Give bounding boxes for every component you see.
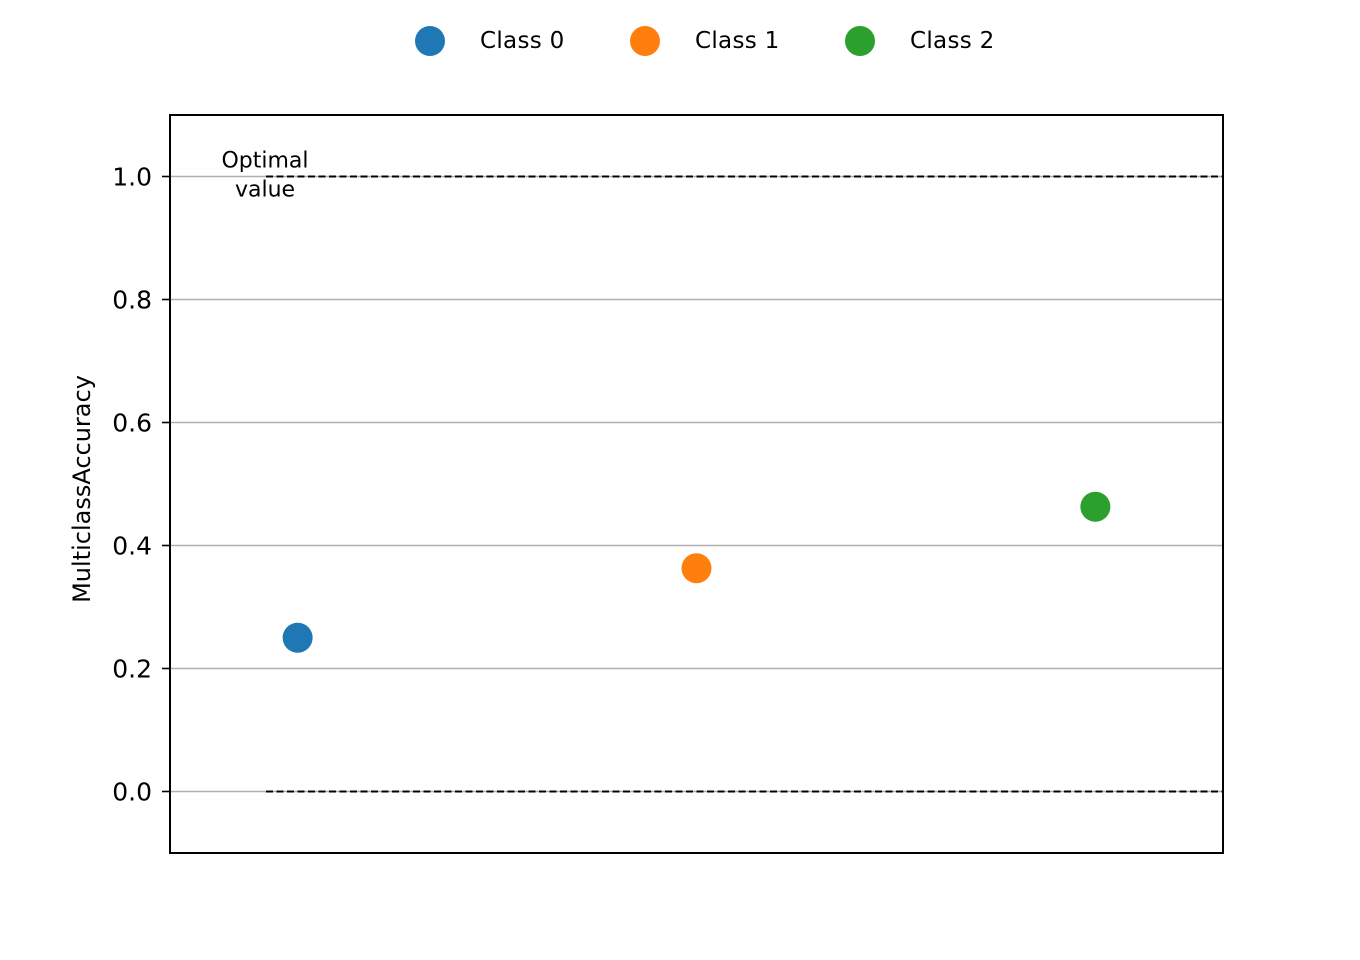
reference-lines-layer — [266, 175, 1223, 793]
legend-label-class-0: Class 0 — [480, 28, 565, 54]
ytick-label-5: 1.0 — [112, 163, 152, 192]
ytick-label-3: 0.6 — [112, 409, 152, 438]
ytick-label-4: 0.8 — [112, 286, 152, 315]
legend-marker-class-1 — [630, 26, 660, 56]
ytick-label-2: 0.4 — [112, 532, 152, 561]
optimal-value-label-line-2: value — [235, 178, 295, 203]
legend-marker-class-2 — [845, 26, 875, 56]
data-points-layer — [282, 491, 1111, 653]
grid-layer — [170, 175, 1223, 793]
ytick-label-1: 0.2 — [112, 655, 152, 684]
legend-marker-class-0 — [415, 26, 445, 56]
data-point-class-1 — [681, 553, 712, 584]
data-point-class-0 — [282, 622, 313, 653]
legend-label-class-1: Class 1 — [695, 28, 780, 54]
y-axis-label: MulticlassAccuracy — [68, 375, 96, 603]
plot-area-frame — [169, 114, 1224, 854]
legend: Class 0 Class 1 Class 2 — [0, 24, 1360, 58]
optimal-value-label-line-1: Optimal — [221, 149, 308, 174]
data-point-class-2 — [1080, 491, 1111, 522]
legend-label-class-2: Class 2 — [910, 28, 995, 54]
y-axis-ticks: 0.0 0.2 0.4 0.6 0.8 1.0 — [112, 163, 170, 807]
ytick-label-0: 0.0 — [112, 778, 152, 807]
